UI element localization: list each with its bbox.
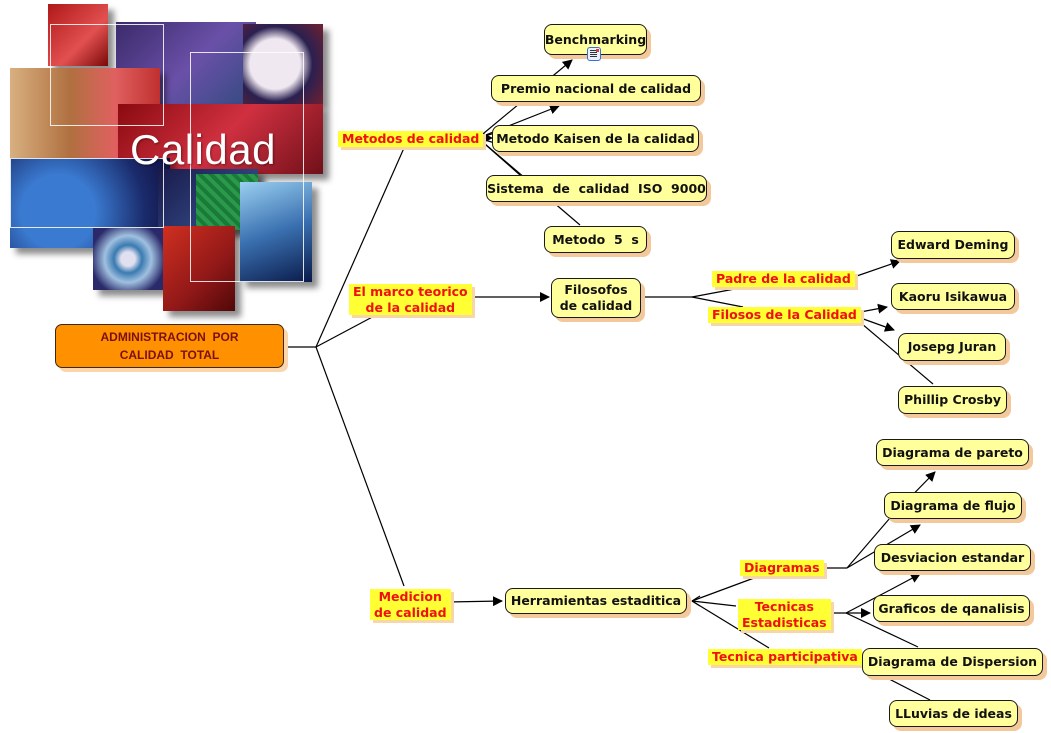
sublabel-tecnica-participativa[interactable]: Tecnica participativa (708, 649, 862, 665)
node-filosofos[interactable]: Filosofos de calidad (551, 278, 641, 318)
collage-title: Calidad (130, 126, 276, 173)
edge-root-marco (315, 313, 379, 348)
node-diagrama-pareto[interactable]: Diagrama de pareto (876, 439, 1029, 466)
node-kaoru-isikawua[interactable]: Kaoru Isikawua (891, 283, 1015, 310)
edge-padre (691, 287, 741, 298)
edge-juran (854, 315, 895, 332)
sublabel-padre-calidad[interactable]: Padre de la calidad (712, 271, 855, 287)
node-diagrama-dispersion[interactable]: Diagrama de Dispersion (862, 648, 1043, 676)
note-icon[interactable] (587, 47, 601, 61)
sublabel-tecnicas-estadisticas[interactable]: Tecnicas Estadisticas (738, 599, 831, 631)
node-metodo-5s[interactable]: Metodo 5 s (544, 226, 647, 253)
edge-desviacion (889, 573, 921, 591)
edge-dispersion (845, 612, 919, 648)
edge-pareto (846, 517, 891, 569)
root-node-text: ADMINISTRACION POR CALIDAD TOTAL (100, 330, 239, 362)
edge-medicion-herramientas (446, 596, 503, 607)
edge-herr-tecnicas (691, 600, 737, 607)
node-metodo-kaisen[interactable]: Metodo Kaisen de la calidad (492, 125, 699, 152)
branch-label-metodos[interactable]: Metodos de calidad (338, 131, 484, 147)
node-lluvias-ideas[interactable]: LLuvias de ideas (889, 700, 1018, 727)
node-josepg-juran[interactable]: Josepg Juran (898, 333, 1006, 361)
edge-filosos (691, 296, 744, 308)
edge-crosby (854, 317, 934, 385)
edge-herr-participativa (691, 600, 770, 649)
root-node[interactable]: ADMINISTRACION POR CALIDAD TOTAL (55, 324, 284, 368)
node-edward-deming[interactable]: Edward Deming (891, 231, 1015, 259)
node-graficos-qanalisis[interactable]: Graficos de qanalisis (873, 595, 1030, 622)
branch-label-marco-teorico[interactable]: El marco teorico de la calidad (349, 284, 472, 316)
edge-root-metodos (315, 147, 405, 348)
sublabel-diagramas[interactable]: Diagramas (740, 560, 824, 576)
branch-label-medicion[interactable]: Medicion de calidad (370, 589, 451, 621)
node-desviacion-estandar[interactable]: Desviacion estandar (874, 544, 1031, 571)
edge-herr-diagramas (691, 577, 755, 602)
calidad-collage-image: Calidad (8, 4, 323, 311)
node-phillip-crosby[interactable]: Phillip Crosby (898, 386, 1007, 414)
edge-root-medicion (315, 346, 405, 587)
node-diagrama-flujo[interactable]: Diagrama de flujo (884, 492, 1022, 519)
node-iso-9000[interactable]: Sistema de calidad ISO 9000 (486, 175, 707, 202)
edge-deming (850, 259, 901, 279)
sublabel-filosos-calidad[interactable]: Filosos de la Calidad (708, 307, 861, 323)
edge-premio (477, 104, 560, 139)
node-herramientas-estaditica[interactable]: Herramientas estaditica (505, 588, 687, 614)
node-premio-nacional[interactable]: Premio nacional de calidad (491, 75, 701, 102)
